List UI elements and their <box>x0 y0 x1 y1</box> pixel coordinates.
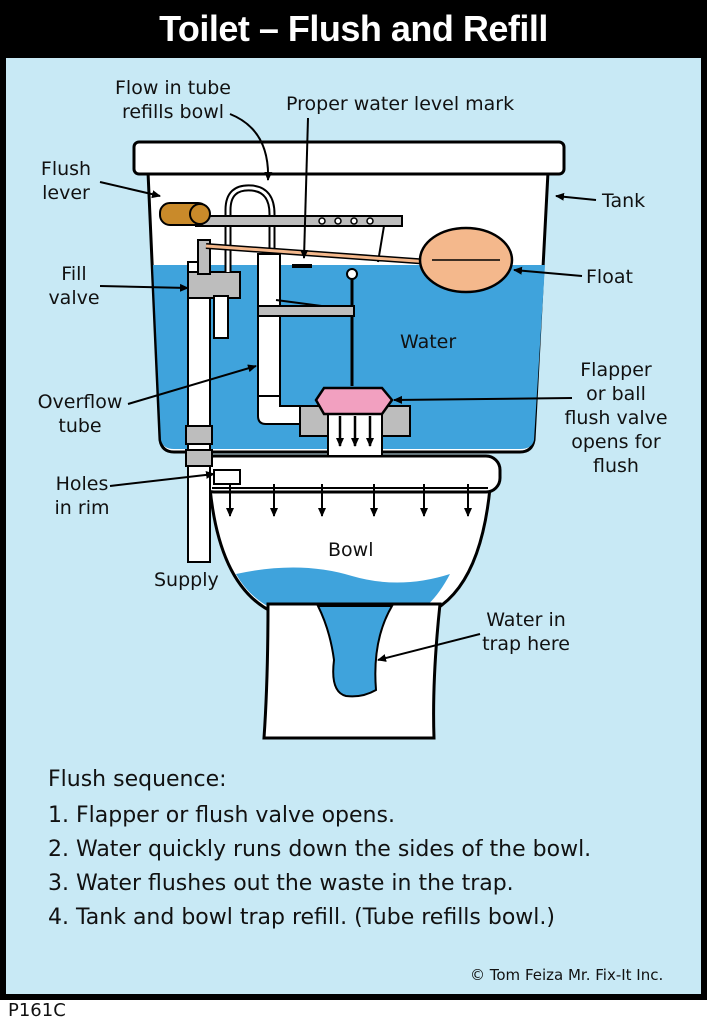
toilet-diagram <box>99 113 597 740</box>
supply-pipe <box>187 261 211 563</box>
sequence-step: 4. Tank and bowl trap refill. (Tube refi… <box>48 905 555 930</box>
label-fill-valve: Fill valve <box>48 263 100 309</box>
sequence-step: 1. Flapper or flush valve opens. <box>48 803 395 828</box>
copyright: © Tom Feiza Mr. Fix-It Inc. <box>470 966 664 984</box>
label-holes-in-rim: Holes in rim <box>54 473 110 519</box>
sequence-step: 2. Water quickly runs down the sides of … <box>48 837 592 862</box>
label-overflow-tube: Overflow tube <box>37 391 123 437</box>
label-water: Water <box>400 331 457 353</box>
label-supply: Supply <box>154 569 219 591</box>
trap-water <box>316 605 394 698</box>
label-flush-lever: Flush lever <box>40 158 92 204</box>
tank-lid <box>132 140 566 176</box>
page-title: Toilet – Flush and Refill <box>159 8 548 49</box>
flapper <box>314 386 394 416</box>
rim-holes <box>226 484 472 517</box>
flush-sequence: Flush sequence: 1. Flapper or flush valv… <box>48 763 688 935</box>
tank-water <box>153 265 545 449</box>
label-tank: Tank <box>602 190 646 212</box>
label-water-in-trap: Water in trap here <box>482 609 570 655</box>
overflow-tube <box>257 253 281 415</box>
label-flapper: Flapper or ball flush valve opens for fl… <box>564 359 668 477</box>
label-flow-tube: Flow in tube refills bowl <box>114 77 231 123</box>
bowl-rim <box>198 454 502 494</box>
label-bowl: Bowl <box>328 539 374 561</box>
fill-valve-body <box>187 271 241 299</box>
label-water-level-mark: Proper water level mark <box>286 93 515 115</box>
sequence-heading: Flush sequence: <box>48 767 227 792</box>
image-code: P161C <box>8 1000 66 1021</box>
sequence-step: 3. Water flushes out the waste in the tr… <box>48 871 514 896</box>
label-float: Float <box>586 266 633 288</box>
